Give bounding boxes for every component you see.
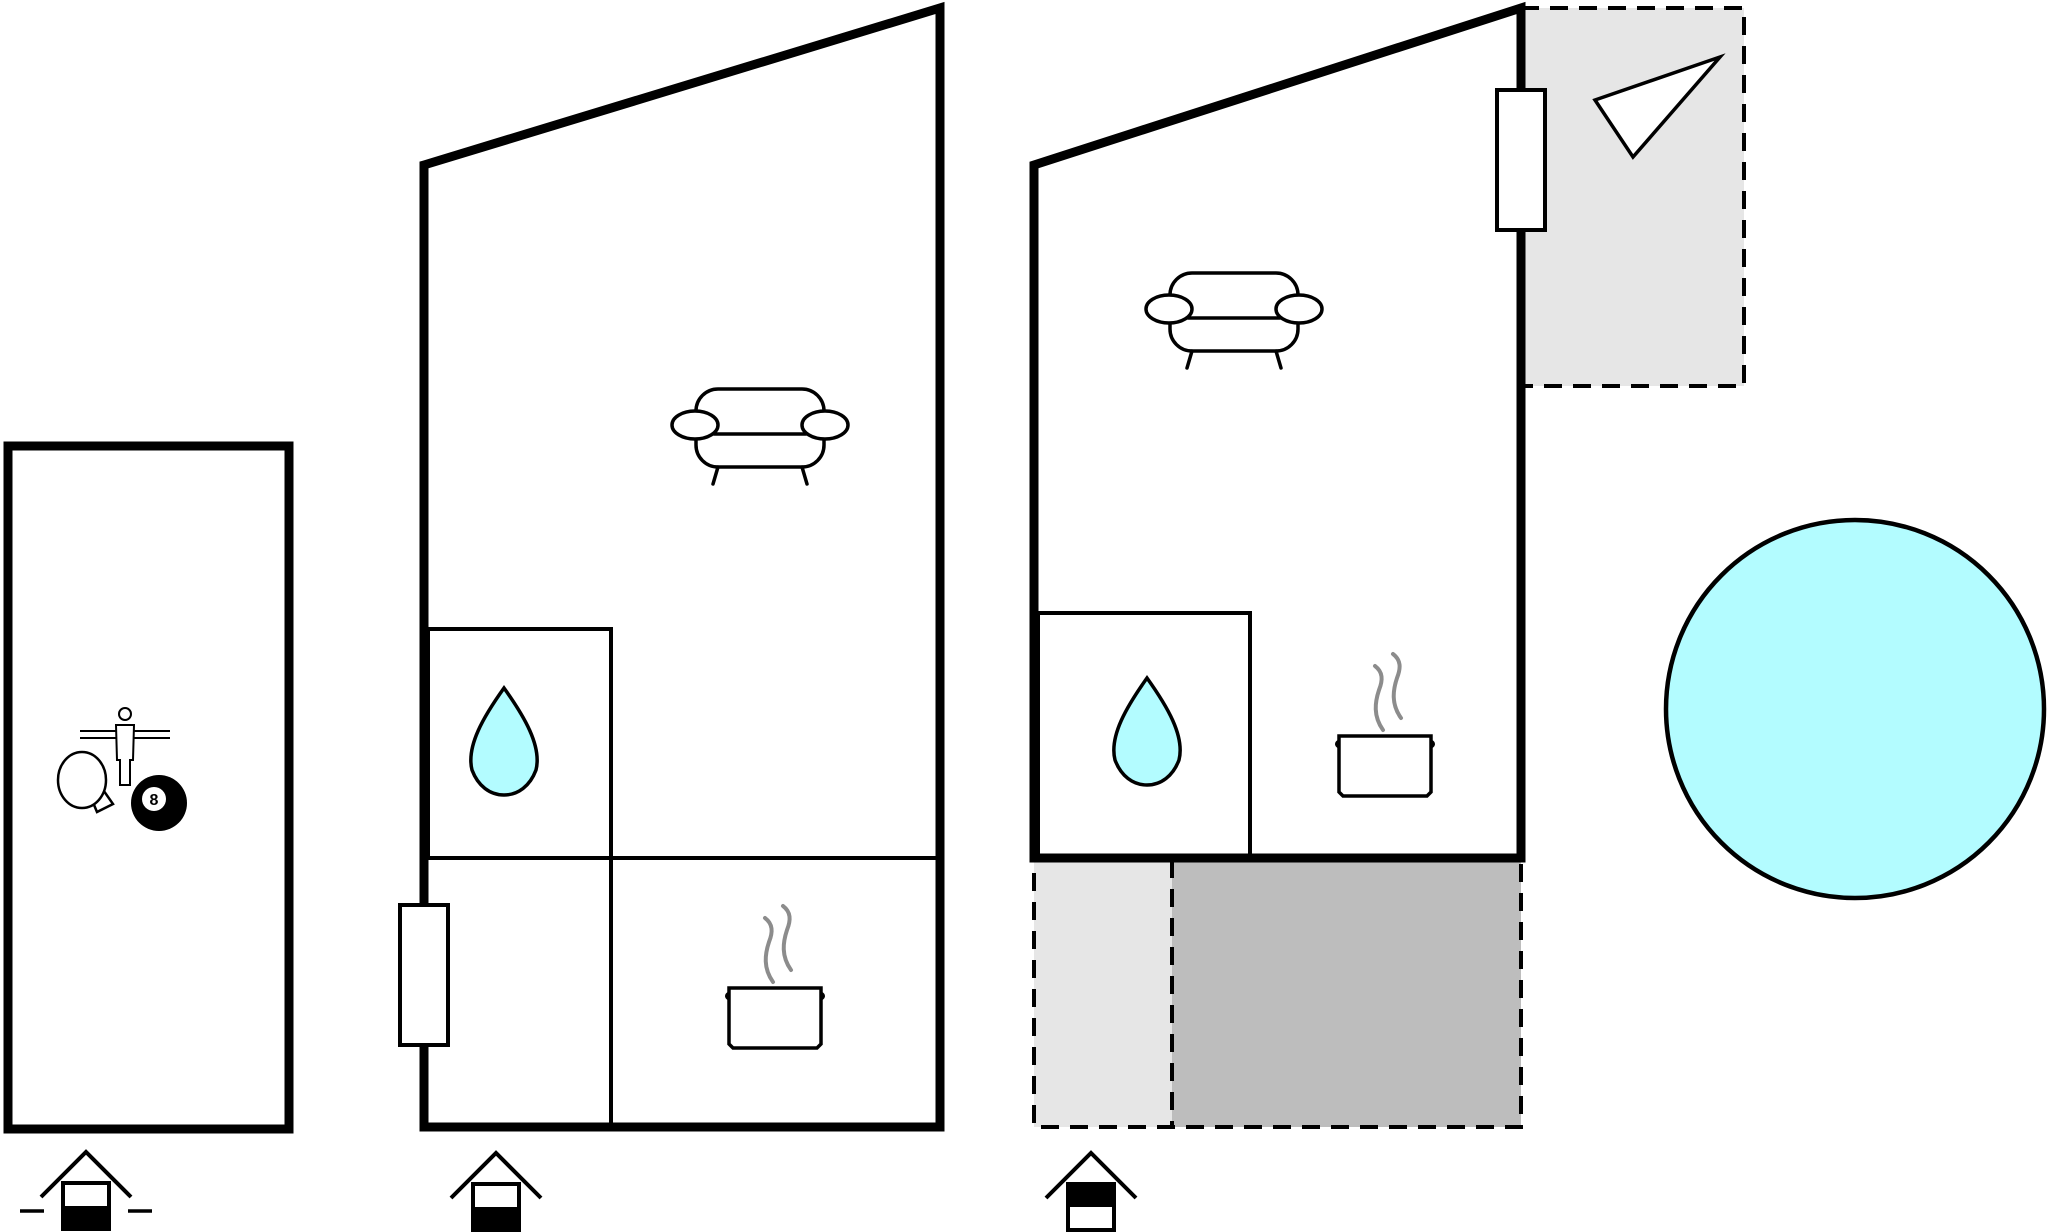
swimming-pool-icon xyxy=(1663,517,2047,901)
building-two xyxy=(398,1,945,1232)
entrance-icon xyxy=(449,1151,543,1232)
terrace-area-covered xyxy=(1172,858,1521,1127)
entrance-icon xyxy=(1044,1151,1138,1232)
building-two-walls xyxy=(419,1,945,1132)
building-three-walls xyxy=(1029,1,1526,863)
billiard-ball-icon: 8 xyxy=(131,775,187,831)
building-three xyxy=(1029,1,1746,1232)
table-tennis-icon xyxy=(56,750,115,814)
door-icon xyxy=(398,903,450,1047)
triangle-icon xyxy=(1592,53,1726,160)
table-football-icon xyxy=(80,707,170,786)
bathroom-room xyxy=(1036,611,1252,860)
door-icon xyxy=(1495,88,1547,232)
building-game-room: 8 xyxy=(3,441,294,1231)
entrance-icon xyxy=(20,1150,152,1231)
game-room-icons: 8 xyxy=(56,707,187,831)
billiard-ball-number: 8 xyxy=(150,792,159,809)
